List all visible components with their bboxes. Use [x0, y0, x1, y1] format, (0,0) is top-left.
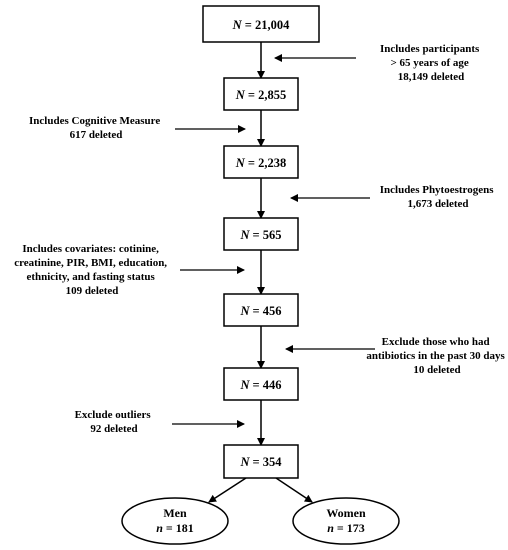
exclusion-note-1-line-2: > 65 years of age	[390, 57, 468, 69]
count-box-6: N= 446	[223, 367, 299, 401]
count-box-7-value: = 354	[253, 455, 283, 469]
svg-text:N= 456: N= 456	[239, 304, 281, 318]
exclusion-note-5-line-1: Exclude those who had	[382, 336, 490, 348]
exclusion-note-1-line-1: Includes participants	[380, 43, 480, 55]
svg-text:n= 181: n= 181	[156, 521, 194, 535]
svg-text:N= 446: N= 446	[239, 378, 281, 392]
svg-text:N= 2,855: N= 2,855	[235, 88, 286, 102]
exclusion-note-4-line-4: 109 deleted	[66, 285, 119, 297]
group-oval-women-label: Women	[326, 506, 366, 520]
exclusion-note-4-line-2: creatinine, PIR, BMI, education,	[14, 257, 167, 269]
count-box-6-value: = 446	[253, 378, 282, 392]
group-oval-women: Women n= 173	[292, 497, 400, 545]
count-box-1-var: N	[232, 18, 243, 32]
svg-text:N= 21,004: N= 21,004	[232, 18, 290, 32]
exclusion-note-6: Exclude outliers 92 deleted	[75, 409, 154, 435]
exclusion-note-3: Includes Phytoestrogens 1,673 deleted	[380, 184, 497, 210]
count-box-2-var: N	[235, 88, 246, 102]
count-box-4-value: = 565	[253, 228, 282, 242]
group-oval-men-var: n	[156, 521, 163, 535]
exclusion-note-4: Includes covariates: cotinine, creatinin…	[14, 243, 170, 297]
group-oval-men: Men n= 181	[121, 497, 229, 545]
exclusion-note-4-line-1: Includes covariates: cotinine,	[22, 243, 159, 255]
exclusion-note-2-line-2: 617 deleted	[70, 129, 123, 141]
count-box-6-var: N	[239, 378, 250, 392]
count-box-7: N= 354	[223, 444, 299, 479]
count-box-1: N= 21,004	[202, 5, 320, 43]
group-oval-men-value: = 181	[166, 521, 194, 535]
count-box-3: N= 2,238	[223, 145, 299, 179]
count-box-5-value: = 456	[253, 304, 282, 318]
split-arrow-men	[208, 477, 247, 503]
exclusion-note-1: Includes participants > 65 years of age …	[380, 43, 482, 83]
svg-text:n= 173: n= 173	[327, 521, 365, 535]
svg-text:N= 565: N= 565	[239, 228, 281, 242]
count-box-3-value: = 2,238	[248, 156, 286, 170]
group-oval-women-var: n	[327, 521, 334, 535]
count-box-5: N= 456	[223, 293, 299, 327]
exclusion-note-6-line-2: 92 deleted	[90, 423, 137, 435]
svg-text:N= 354: N= 354	[239, 455, 282, 469]
exclusion-note-1-line-3: 18,149 deleted	[398, 71, 465, 83]
group-oval-women-value: = 173	[337, 521, 365, 535]
exclusion-note-2: Includes Cognitive Measure 617 deleted	[29, 115, 163, 141]
count-box-4: N= 565	[223, 217, 299, 251]
count-box-2-value: = 2,855	[248, 88, 286, 102]
exclusion-note-6-line-1: Exclude outliers	[75, 409, 152, 421]
count-box-5-var: N	[239, 304, 250, 318]
split-arrow-women	[275, 477, 313, 503]
count-box-4-var: N	[239, 228, 250, 242]
svg-text:N= 2,238: N= 2,238	[235, 156, 286, 170]
count-box-3-var: N	[235, 156, 246, 170]
exclusion-note-5-line-3: 10 deleted	[413, 364, 460, 376]
exclusion-note-5-line-2: antibiotics in the past 30 days	[366, 350, 505, 362]
count-box-2: N= 2,855	[223, 77, 299, 111]
exclusion-note-5: Exclude those who had antibiotics in the…	[366, 336, 507, 376]
exclusion-note-3-line-1: Includes Phytoestrogens	[380, 184, 494, 196]
exclusion-note-2-line-1: Includes Cognitive Measure	[29, 115, 160, 127]
exclusion-note-3-line-2: 1,673 deleted	[407, 198, 468, 210]
count-box-1-value: = 21,004	[245, 18, 290, 32]
exclusion-note-4-line-3: ethnicity, and fasting status	[26, 271, 155, 283]
count-box-7-var: N	[239, 455, 250, 469]
group-oval-men-label: Men	[163, 506, 187, 520]
